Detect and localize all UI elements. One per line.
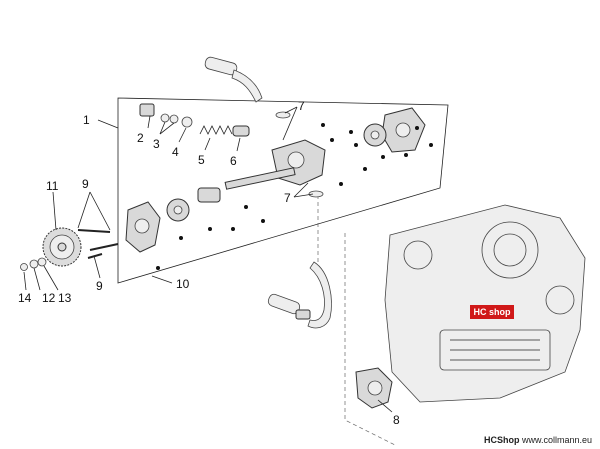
o-ring-7a xyxy=(275,111,291,119)
assembly-outline xyxy=(117,97,449,284)
callout-7-mid: 7 xyxy=(284,191,291,205)
rotor-left xyxy=(166,198,190,222)
callout-11: 11 xyxy=(46,179,59,193)
pump-cover xyxy=(381,107,426,153)
cover-8 xyxy=(355,367,393,409)
shaft-left xyxy=(197,187,221,203)
callout-9-top: 9 xyxy=(82,177,89,191)
callout-1: 1 xyxy=(83,113,90,127)
o-ring-4 xyxy=(181,116,193,128)
screw-dots xyxy=(156,123,433,270)
o-ring-7b xyxy=(308,190,324,198)
bolt-9b xyxy=(89,243,119,251)
footer: HCShop www.collmann.eu xyxy=(484,435,592,445)
callout-6: 6 xyxy=(230,154,237,168)
leader-1 xyxy=(97,119,119,129)
oil-pipe xyxy=(267,195,332,329)
nut-13 xyxy=(37,257,47,267)
callout-2: 2 xyxy=(137,131,144,145)
callout-4: 4 xyxy=(172,145,179,159)
leader-lines xyxy=(23,106,393,413)
valve-6 xyxy=(232,125,250,137)
bolt-9a xyxy=(77,229,111,233)
callout-9-bottom: 9 xyxy=(96,279,103,293)
engine-dash-outline xyxy=(344,233,396,446)
gear-11 xyxy=(42,227,82,267)
drive-shaft xyxy=(224,167,296,190)
callout-7-top: 7 xyxy=(298,99,305,113)
callout-10: 10 xyxy=(176,277,190,291)
footer-url: www.collmann.eu xyxy=(521,435,592,445)
footer-brand: HCShop xyxy=(483,435,520,445)
breather-hose xyxy=(204,56,263,103)
callout-5: 5 xyxy=(198,153,205,167)
callout-3: 3 xyxy=(153,137,160,151)
washer-14 xyxy=(20,263,28,271)
front-pump xyxy=(125,201,161,253)
washer-3b xyxy=(169,114,179,124)
callout-12: 12 xyxy=(42,291,56,305)
callout-14: 14 xyxy=(18,291,32,305)
plug xyxy=(139,103,155,117)
spring-5 xyxy=(199,125,233,135)
bolt-9c xyxy=(87,253,103,259)
callout-8: 8 xyxy=(393,413,400,427)
callout-13: 13 xyxy=(58,291,72,305)
washer-3a xyxy=(160,113,170,123)
washer-12 xyxy=(29,259,39,269)
shop-logo: HC shop xyxy=(470,305,514,319)
engine-block xyxy=(384,204,586,403)
rotor-right xyxy=(363,123,387,147)
